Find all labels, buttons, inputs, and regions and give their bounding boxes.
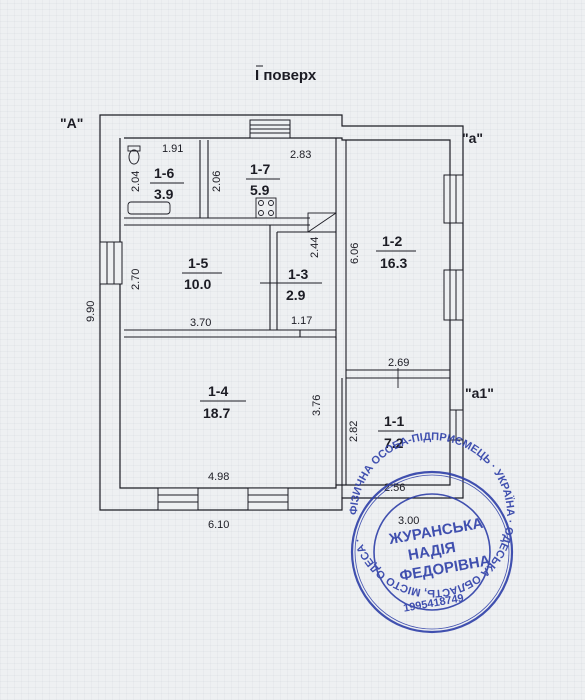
official-stamp: ФІЗИЧНА ОСОБА-ПІДПРИЄМЕЦЬ · УКРАЇНА · ОД… xyxy=(348,431,516,634)
windows xyxy=(99,119,464,511)
room-1-1-area: 7.2 xyxy=(384,435,404,451)
room-1-3-area: 2.9 xyxy=(286,287,306,303)
corner-label-a1: "а1" xyxy=(465,385,494,401)
chimney-icon xyxy=(307,212,337,233)
dimension-labels: 1.91 2.83 2.04 2.06 2.44 6.06 2.70 9.90 … xyxy=(85,143,419,531)
stamp-inner-ring xyxy=(373,493,491,611)
interior-walls xyxy=(124,138,450,498)
dim-6-06: 6.06 xyxy=(349,243,361,264)
dim-2-83: 2.83 xyxy=(290,149,311,161)
dim-2-56: 2.56 xyxy=(384,482,405,494)
room-1-4-area: 18.7 xyxy=(203,405,230,421)
toilet-icon xyxy=(128,149,140,165)
room-1-7-area: 5.9 xyxy=(250,182,270,198)
floor-title: I поверх xyxy=(255,67,317,84)
room-1-5-id: 1-5 xyxy=(188,255,208,271)
corner-label-a-upper: "А" xyxy=(60,115,83,131)
dim-4-98: 4.98 xyxy=(208,471,229,483)
room-1-6-area: 3.9 xyxy=(154,186,174,202)
stove-icon xyxy=(255,197,277,219)
room-1-3-id: 1-3 xyxy=(288,266,308,282)
dim-3-70: 3.70 xyxy=(190,317,211,329)
dim-3-76: 3.76 xyxy=(311,395,323,416)
room-1-2-id: 1-2 xyxy=(382,233,402,249)
dim-2-82: 2.82 xyxy=(348,421,360,442)
room-1-6-id: 1-6 xyxy=(154,165,174,181)
room-1-5-area: 10.0 xyxy=(184,276,211,292)
room-labels: 1-6 3.9 1-7 5.9 1-2 16.3 1-5 10.0 1-3 2.… xyxy=(150,161,416,451)
fixtures xyxy=(127,145,337,233)
dim-2-44: 2.44 xyxy=(309,237,321,258)
dim-2-06: 2.06 xyxy=(211,171,223,192)
dim-1-91: 1.91 xyxy=(162,143,183,155)
dim-2-70: 2.70 xyxy=(130,269,142,290)
corner-label-a-lower: "а" xyxy=(462,130,483,146)
room-1-7-id: 1-7 xyxy=(250,161,270,177)
dim-2-04: 2.04 xyxy=(130,171,142,192)
dim-1-17: 1.17 xyxy=(291,315,312,327)
dim-6-10: 6.10 xyxy=(208,519,229,531)
dim-9-90: 9.90 xyxy=(85,301,97,322)
toilet-tank xyxy=(127,145,141,152)
dim-2-69: 2.69 xyxy=(388,357,409,369)
stamp-outer-ring xyxy=(350,470,514,634)
bathtub-icon xyxy=(127,201,171,215)
dim-3-00: 3.00 xyxy=(398,515,419,527)
room-1-1-id: 1-1 xyxy=(384,413,404,429)
room-1-4-id: 1-4 xyxy=(208,383,228,399)
room-1-2-area: 16.3 xyxy=(380,255,407,271)
